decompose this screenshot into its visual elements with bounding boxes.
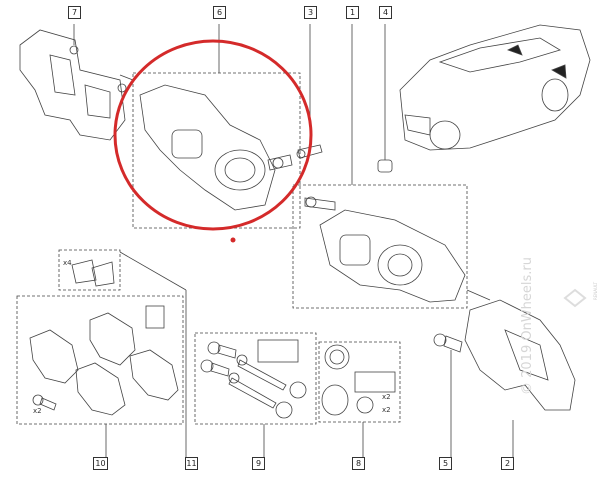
qty-pad-bolts: x2: [33, 407, 42, 415]
callout-5: 5: [439, 457, 452, 470]
brake-pads-10: [29, 305, 179, 416]
brake-caliper-1: [304, 196, 466, 303]
group-box-8: [318, 341, 401, 423]
caliper-bracket-7: [19, 29, 127, 141]
qty-seal-grease: x2: [382, 393, 391, 401]
bolt-5: [433, 333, 463, 353]
seal-kit-8: [321, 344, 396, 416]
callout-8: 8: [352, 457, 365, 470]
callout-11: 11: [185, 457, 198, 470]
car-illustration: [399, 24, 591, 151]
guide-pin-kit-9: [200, 339, 307, 419]
callout-10: 10: [93, 457, 108, 470]
leader-lines: [73, 24, 514, 457]
group-box-9: [194, 332, 317, 425]
group-box-11: [58, 249, 121, 291]
logo-text: RENAULT: [593, 281, 598, 300]
callout-4: 4: [379, 6, 392, 19]
qty-seal-bushing: x2: [382, 406, 391, 414]
renault-logo: [563, 288, 587, 308]
group-box-10: [16, 295, 184, 425]
callout-6: 6: [213, 6, 226, 19]
group-box-6: [132, 72, 301, 229]
callout-7: 7: [68, 6, 81, 19]
group-boxes: [16, 72, 468, 425]
bleed-screw-4: [377, 159, 393, 173]
group-box-1: [292, 184, 468, 309]
brake-caliper-6: [139, 84, 323, 211]
callout-3: 3: [304, 6, 317, 19]
caliper-bracket-2: [464, 299, 576, 411]
callout-9: 9: [252, 457, 265, 470]
callout-2: 2: [501, 457, 514, 470]
highlight-circle: [113, 39, 313, 231]
watermark: © 2019 OnWheels.ru: [520, 256, 535, 395]
qty-clips: x4: [63, 259, 72, 267]
callout-1: 1: [346, 6, 359, 19]
highlight-dot: [230, 237, 236, 243]
pad-clips-11: [71, 259, 115, 287]
